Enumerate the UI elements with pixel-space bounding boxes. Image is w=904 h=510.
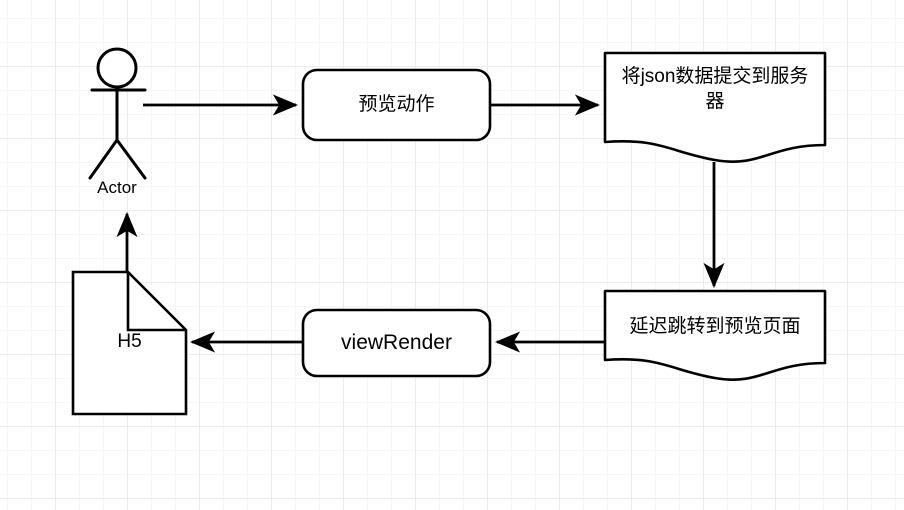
diagram-edges [116,94,725,353]
node-preview-action-shape[interactable] [301,68,492,142]
node-h5-shape[interactable] [71,270,188,416]
actor-head-icon [96,47,138,89]
node-view-render-shape[interactable] [301,308,492,378]
actor-leg-right [115,138,147,180]
actor-leg-left [88,138,119,180]
actor-figure [88,47,147,180]
node-submit-json-shape[interactable] [603,51,827,163]
h5-fold-icon [126,272,186,332]
node-delay-jump-shape[interactable] [603,289,827,381]
